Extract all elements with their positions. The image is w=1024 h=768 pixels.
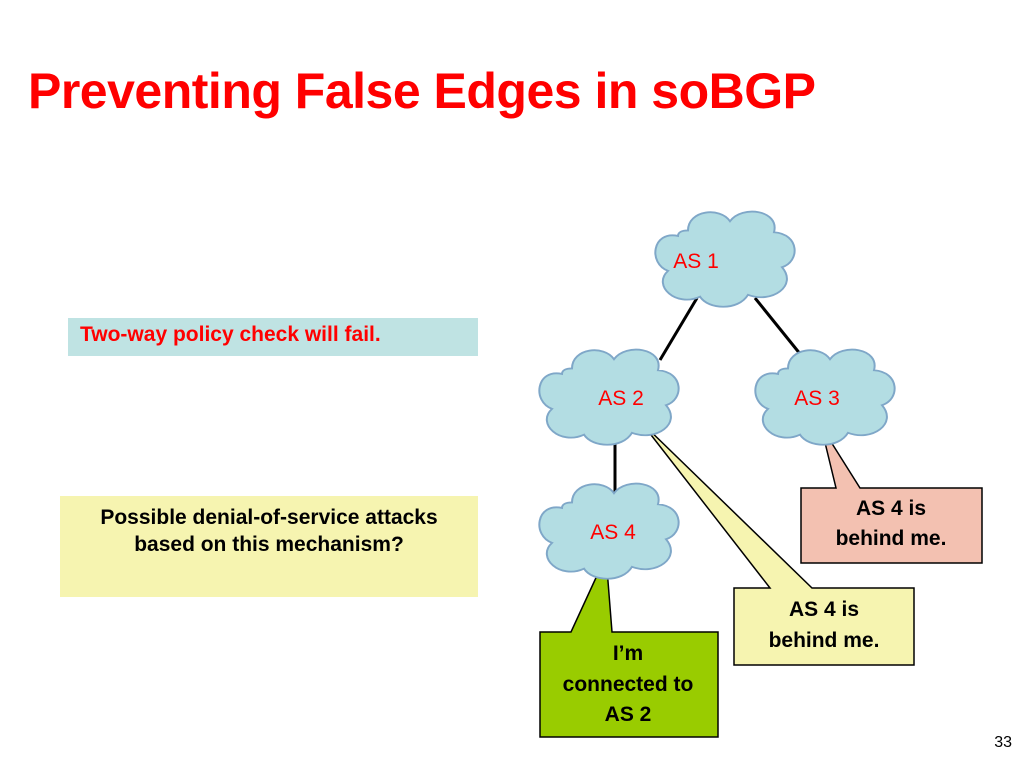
node-label-as4: AS 4 — [590, 521, 636, 544]
edge-as1-as3 — [753, 297, 807, 361]
node-label-as2: AS 2 — [598, 387, 644, 410]
node-label-as1: AS 1 — [673, 250, 719, 273]
callout-as4-claim: I’m connected to AS 2 — [539, 553, 719, 738]
callout-as3-line1: AS 4 is — [856, 497, 926, 520]
callout-as2-line1: AS 4 is — [789, 598, 859, 621]
policy-check-note: Two-way policy check will fail. — [68, 318, 478, 356]
callout-as2-claim: AS 4 is behind me. — [640, 421, 915, 666]
callout-as4-line2: connected to — [563, 673, 694, 696]
node-label-as3: AS 3 — [794, 387, 840, 410]
callout-as3-claim: AS 4 is behind me. — [800, 425, 983, 564]
callout-as4-line3: AS 2 — [605, 703, 652, 726]
slide-title: Preventing False Edges in soBGP — [28, 63, 816, 119]
callout-as2-line2: behind me. — [769, 629, 880, 652]
callout-as3-line2: behind me. — [836, 527, 947, 550]
callout-as4-line1: I’m — [613, 642, 643, 665]
dos-question-note: Possible denial-of-service attacks based… — [60, 496, 478, 597]
page-number: 33 — [994, 734, 1012, 751]
edge-as1-as2 — [658, 297, 699, 361]
